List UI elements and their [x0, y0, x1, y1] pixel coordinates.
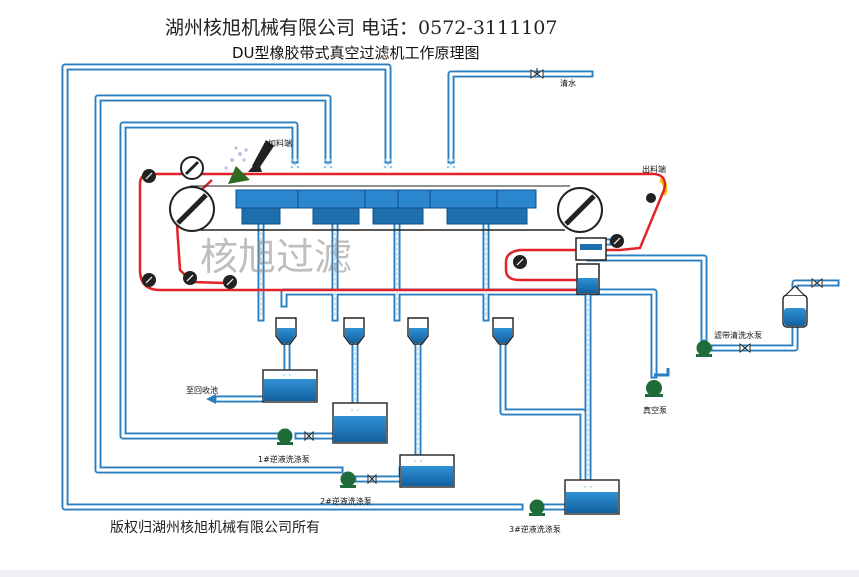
tank-3	[564, 479, 620, 515]
pipe-network	[61, 63, 840, 511]
tank-2	[399, 454, 455, 488]
discharge-end-label: 出料端	[642, 164, 666, 174]
clean-water-label: 清水	[560, 78, 576, 88]
drive-roller-right-icon	[557, 187, 603, 233]
pump-3-icon	[529, 499, 545, 516]
clean-water-valve-icon	[530, 68, 544, 79]
separators	[275, 317, 514, 345]
rollers	[142, 156, 656, 289]
belt-wash-pump-label: 滤带清洗水泵	[714, 330, 762, 340]
vacuum-pump-icon	[645, 368, 670, 397]
feed-end-label: 加料端	[268, 138, 292, 148]
watermark: 核旭过滤	[200, 235, 352, 279]
spray-nozzles	[290, 158, 456, 169]
drive-roller-left-icon	[169, 186, 215, 232]
belt-washer	[575, 237, 607, 295]
pump-2-icon	[340, 471, 356, 488]
belt-wash-pump-icon	[696, 340, 712, 357]
recovery-arrow-icon	[206, 394, 216, 404]
check-valves	[304, 277, 823, 485]
pump-1-icon	[277, 428, 293, 445]
pump-2-label: 2#逆液洗涤泵	[320, 496, 372, 506]
tanks	[262, 285, 808, 515]
pump-1-label: 1#逆液洗涤泵	[258, 454, 310, 464]
copyright-text: 版权归湖州核旭机械有限公司所有	[110, 519, 320, 536]
diagram-title: DU型橡胶带式真空过滤机工作原理图	[232, 44, 480, 62]
filter-belt	[138, 172, 668, 292]
bottom-bar	[0, 570, 859, 577]
vacuum-boxes	[235, 189, 537, 225]
vacuum-pump-label: 真空泵	[643, 405, 667, 415]
clean-water-tank	[782, 285, 808, 328]
company-phone: 湖州核旭机械有限公司 电话：0572-3111107	[165, 17, 557, 39]
feed-inlet	[224, 140, 274, 184]
tension-roller-icon	[180, 156, 204, 180]
to-recovery-pool-label: 至回收池	[186, 385, 218, 395]
pumps	[277, 340, 712, 516]
tank-1	[332, 402, 388, 444]
pump-3-label: 3#逆液洗涤泵	[509, 524, 561, 534]
